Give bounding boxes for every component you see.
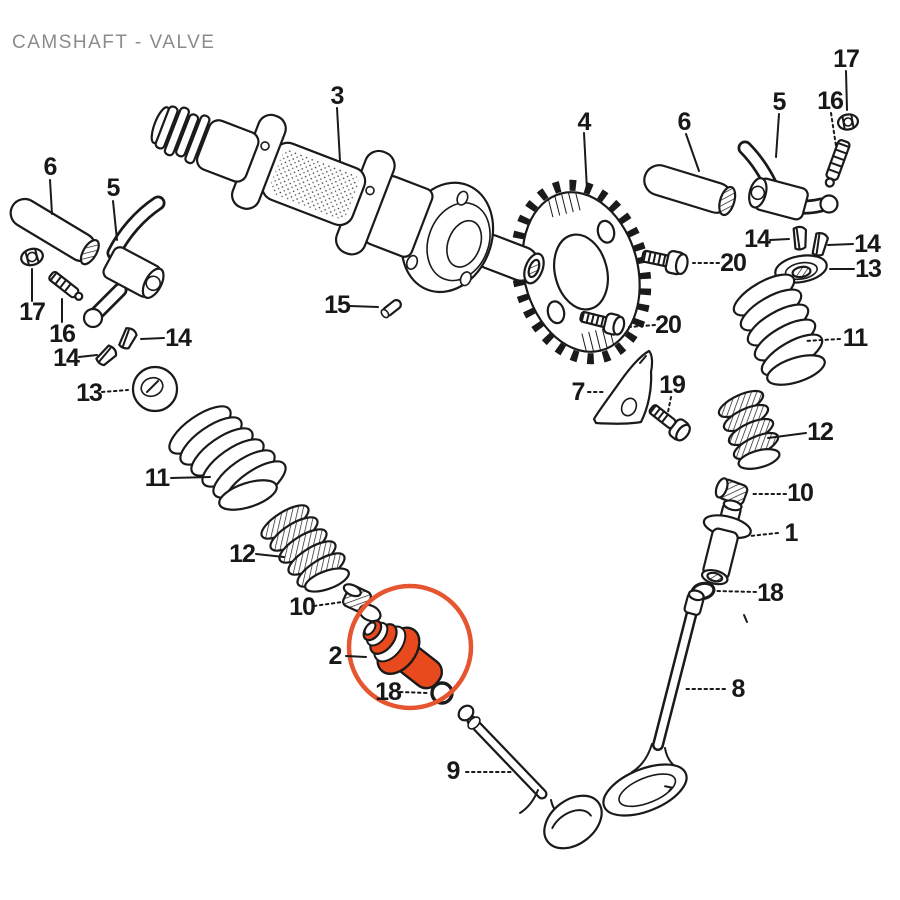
label-inner-spring-right: 12	[807, 418, 833, 446]
valve-cotter-right-a	[792, 225, 808, 251]
label-rocker-arm-right: 5	[773, 88, 787, 116]
valve-cotter-right-b	[811, 232, 829, 257]
adjuster-screw-right	[824, 139, 851, 188]
valve-lower	[457, 704, 603, 850]
label-adjuster-screw-left: 16	[49, 320, 75, 348]
label-cam-chain-guide: 7	[572, 378, 585, 406]
label-outer-spring-right: 11	[843, 324, 869, 352]
label-spring-seat-left: 13	[76, 379, 102, 407]
spring-retainer-right	[714, 477, 749, 506]
label-dowel-pin: 15	[324, 291, 351, 319]
label-retainer-right: 10	[787, 479, 813, 507]
valve-guide	[700, 499, 752, 586]
spring-seat-left	[131, 365, 179, 413]
valve-cotter-left-b	[95, 344, 118, 367]
label-valve-cotter-left-a: 14	[165, 324, 192, 352]
guide-bolt	[648, 404, 691, 442]
highlight-circle	[346, 583, 474, 711]
cam-sprocket	[510, 179, 652, 365]
label-outer-spring-left: 11	[145, 464, 171, 492]
label-retainer-left: 10	[289, 593, 315, 621]
adjuster-nut-right	[836, 113, 860, 131]
rocker-arm-left	[82, 195, 166, 329]
valve-right	[602, 589, 705, 817]
label-valve-right: 8	[732, 675, 746, 703]
outer-valve-spring-right	[732, 273, 826, 386]
label-valve-stem-seal: 2	[329, 642, 342, 670]
sprocket-bolt-lower	[579, 310, 626, 336]
label-valve-cotter-left-b: 14	[53, 344, 80, 372]
label-rocker-arm-left: 5	[107, 174, 121, 202]
dowel-pin	[380, 299, 402, 319]
valve-stem-seal-highlighted	[362, 619, 444, 690]
label-spring-seat-right: 13	[855, 255, 881, 283]
rocker-arm-right	[737, 140, 839, 221]
inner-valve-spring-left	[260, 504, 350, 593]
part-labels: 3 4 6 5 17 16 14 14 13 15 11 12 10 2 18 …	[19, 45, 882, 785]
label-adjuster-screw-right: 16	[817, 87, 843, 115]
cam-chain-guide	[592, 349, 654, 425]
page-title: CAMSHAFT - VALVE	[12, 32, 216, 53]
camshaft	[150, 105, 545, 294]
label-o-ring-left: 18	[375, 678, 402, 706]
valve-cotter-left-a	[118, 327, 138, 350]
label-guide-bolt: 19	[659, 371, 685, 399]
label-valve-lower: 9	[447, 757, 460, 785]
label-sprocket-bolt-upper: 20	[720, 249, 746, 277]
label-cam-sprocket: 4	[578, 108, 592, 136]
adjuster-screw-left	[48, 270, 84, 301]
label-sprocket-bolt-lower: 20	[655, 311, 681, 339]
leader-lines	[31, 70, 855, 773]
label-rocker-shaft-left: 6	[44, 153, 57, 181]
label-valve-guide: 1	[785, 519, 799, 547]
rocker-shaft-left	[9, 197, 100, 266]
rocker-shaft-right	[643, 164, 737, 217]
label-inner-spring-left: 12	[229, 540, 255, 568]
label-adjuster-nut-left: 17	[19, 298, 45, 326]
label-o-ring-right: 18	[757, 579, 784, 607]
spring-retainer-left	[342, 583, 382, 623]
adjuster-nut-left	[20, 247, 44, 267]
outer-valve-spring-left	[168, 405, 287, 511]
label-valve-cotter-right-a: 14	[854, 230, 881, 258]
inner-valve-spring-right	[717, 389, 781, 470]
label-camshaft: 3	[331, 82, 344, 110]
label-valve-cotter-right-b: 14	[744, 225, 771, 253]
print-artifact	[743, 614, 748, 623]
label-rocker-shaft-right: 6	[678, 108, 691, 136]
sprocket-bolt-upper	[640, 249, 689, 276]
label-adjuster-nut-right: 17	[833, 45, 859, 73]
